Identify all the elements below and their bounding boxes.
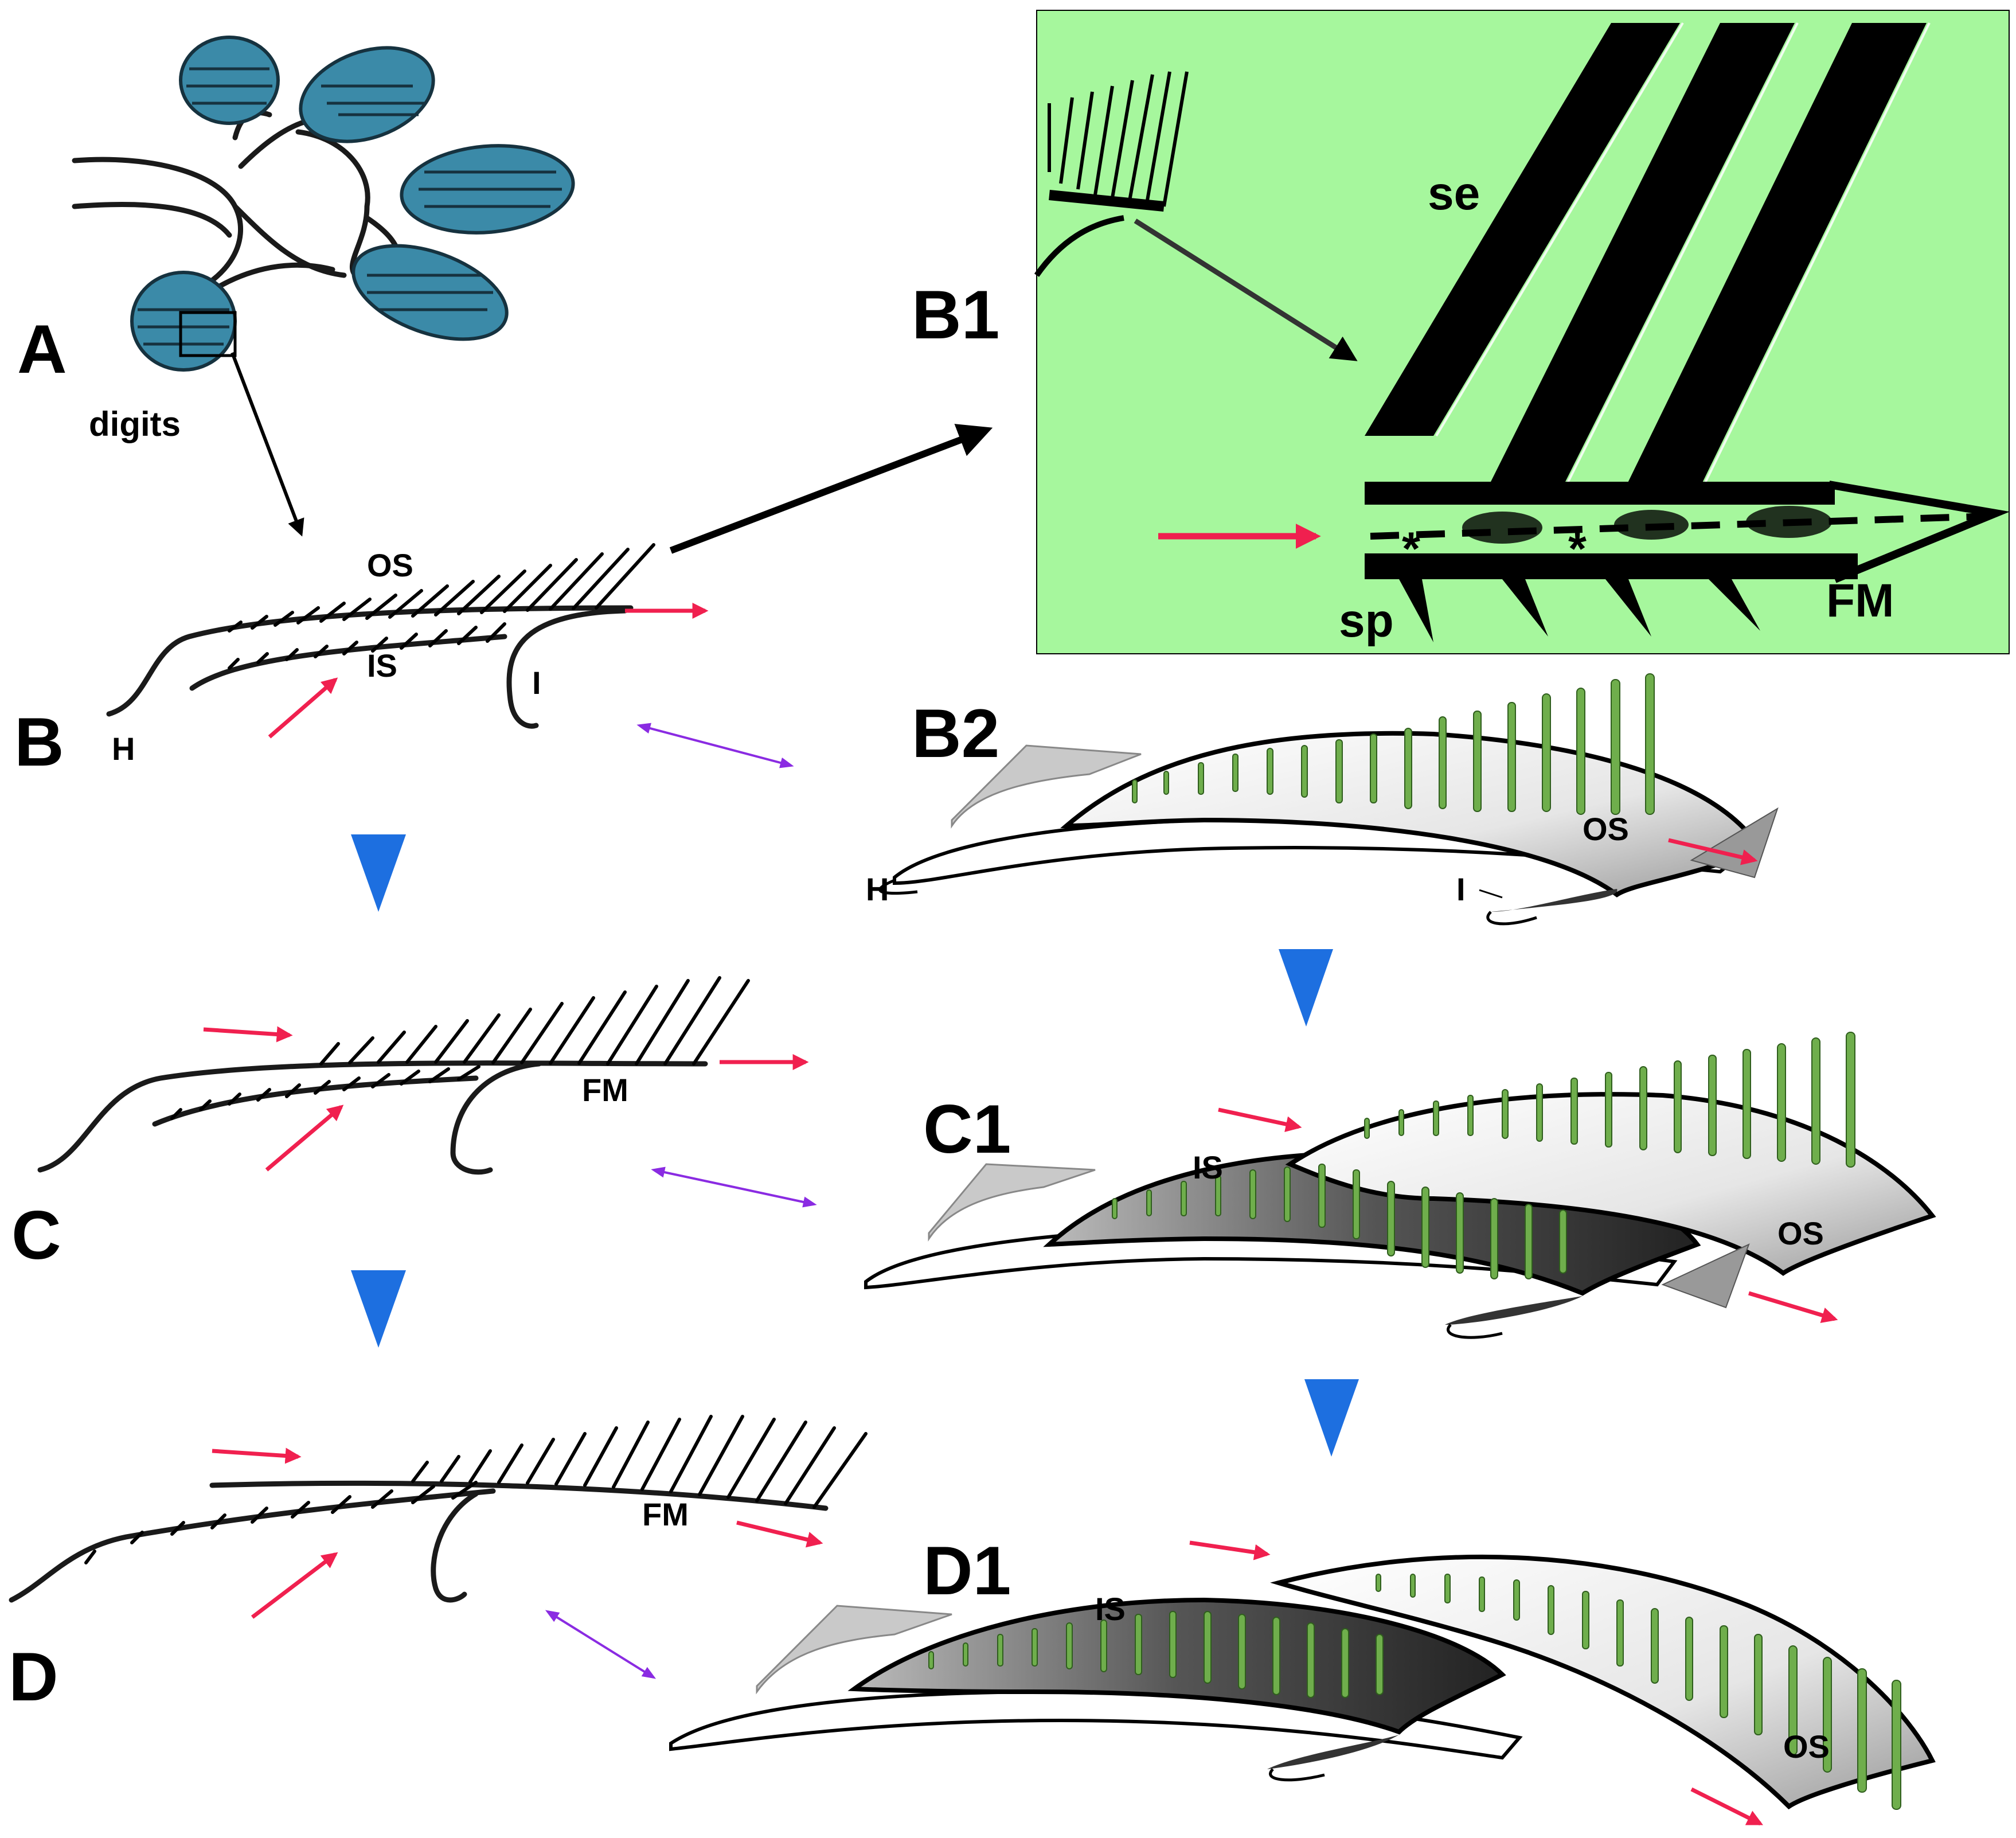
- d1-os-label: OS: [1783, 1728, 1830, 1765]
- panel-b1-inset: [1034, 10, 2010, 654]
- red-arrow-d-load: [251, 1552, 338, 1619]
- blue-arrow-c-to-d: [351, 1270, 406, 1348]
- blue-arrow-b-to-c: [351, 834, 406, 912]
- c1-os-label: OS: [1777, 1215, 1824, 1251]
- panel-b2-lamella: [878, 673, 1779, 926]
- c1-is-label: IS: [1193, 1149, 1223, 1185]
- c1-red-arrow-proximal: [1218, 1107, 1302, 1132]
- d1-red-arrow-proximal: [1189, 1540, 1271, 1560]
- panel-letter-a: A: [17, 311, 67, 388]
- b-is-label: IS: [367, 647, 397, 684]
- b2-h-label: H: [866, 871, 889, 907]
- os-setae: [228, 543, 655, 633]
- b1-setal-stalks: [1365, 23, 1927, 493]
- b1-fm-label: FM: [1826, 575, 1894, 627]
- panel-letter-d: D: [9, 1638, 58, 1715]
- b1-asterisk-2: *: [1568, 523, 1587, 575]
- red-arrow-b-load: [268, 677, 338, 739]
- zoom-box: [179, 311, 237, 357]
- panel-letter-c1: C1: [923, 1091, 1011, 1168]
- c-fm-label: FM: [582, 1072, 628, 1108]
- b2-red-arrow: [1668, 838, 1758, 865]
- d-is-setae: [84, 1481, 478, 1564]
- d1-os-spines: [1376, 1574, 1901, 1810]
- panel-c-diagram: [37, 976, 817, 1208]
- panel-letter-b2: B2: [912, 695, 999, 772]
- d-fm-label: FM: [642, 1496, 689, 1532]
- panel-letter-d1: D1: [923, 1532, 1011, 1609]
- zoom-arrow-a-to-b: [230, 352, 304, 537]
- b1-setae-cluster: [1048, 71, 1189, 207]
- b-i-label: I: [532, 665, 541, 701]
- purple-double-arrow-d: [545, 1610, 657, 1679]
- digits-label: digits: [89, 405, 181, 443]
- red-arrow-d-proximal: [212, 1447, 302, 1464]
- panel-b-diagram: [106, 424, 993, 768]
- panel-a-hand-drawing: [72, 36, 575, 537]
- panel-d-diagram: [9, 1415, 868, 1679]
- digit-pads: [130, 36, 575, 372]
- panel-letter-b: B: [14, 704, 64, 781]
- b1-sp-label: sp: [1339, 595, 1394, 647]
- zoom-arrow-b-to-b1: [669, 424, 993, 554]
- d1-is-spines: [928, 1611, 1384, 1698]
- purple-double-arrow-c: [651, 1166, 817, 1208]
- panel-letter-c: C: [11, 1197, 61, 1274]
- red-arrow-c-load: [265, 1105, 344, 1172]
- c1-os-spines: [1364, 1032, 1855, 1168]
- b2-spines: [1132, 673, 1655, 815]
- b1-asterisk-1: *: [1402, 523, 1420, 575]
- panel-letter-b1: B1: [912, 276, 999, 353]
- blue-arrow-c1-to-d1: [1304, 1379, 1359, 1457]
- d-os-setae: [411, 1415, 868, 1509]
- b2-i-label: I: [1456, 871, 1466, 907]
- panel-c1-lamella: [864, 1032, 1936, 1339]
- b2-os-label: OS: [1583, 811, 1629, 847]
- b-h-label: H: [112, 731, 135, 767]
- blue-arrow-b2-to-c1: [1279, 949, 1333, 1027]
- c1-red-arrow-shear: [1748, 1291, 1838, 1323]
- b1-zoom-arrow: [1134, 218, 1358, 361]
- purple-double-arrow-b: [636, 723, 794, 768]
- red-arrow-c-proximal: [203, 1026, 293, 1043]
- b-os-label: OS: [367, 547, 413, 583]
- c-is-setae: [170, 1065, 480, 1120]
- d1-red-arrow-shear: [1690, 1787, 1764, 1826]
- d1-is-label: IS: [1095, 1591, 1126, 1627]
- panel-d1-lamella: [669, 1540, 1936, 1826]
- c-os-setae: [319, 976, 750, 1066]
- c1-is-spines: [1112, 1164, 1567, 1279]
- is-setae: [228, 622, 506, 670]
- red-arrow-d-shear: [736, 1520, 823, 1548]
- b1-spinules: [1399, 579, 1760, 642]
- b1-se-label: se: [1428, 167, 1480, 220]
